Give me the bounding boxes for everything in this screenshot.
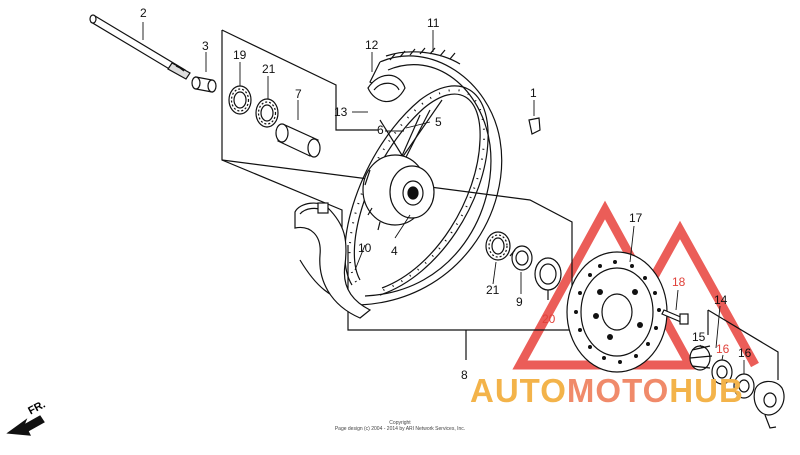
axle-icon [89,14,191,80]
copyright-notice: Copyright Page design (c) 2004 - 2014 by… [300,420,500,432]
callout-8: 8 [461,368,468,382]
callout-21-lower: 21 [486,283,500,297]
oil-seal-icon [711,359,755,399]
callout-3: 3 [202,39,209,53]
gearbox-icon [753,380,785,429]
callout-12: 12 [365,38,379,52]
callout-21-top: 21 [262,62,276,76]
valve-cap-icon [528,117,541,135]
tire-section-icon [294,202,372,319]
watermark-text-auto: AUTO [470,372,567,409]
callout-19: 19 [233,48,247,62]
callout-13: 13 [334,105,348,119]
copyright-line-1: Copyright [389,420,411,426]
leader-lines [142,22,745,374]
callout-7: 7 [295,87,302,101]
callout-11: 11 [427,16,440,30]
tube-icon [367,74,406,103]
gearbox-frame-lines [707,309,779,380]
hub-icon [362,154,435,231]
watermark-text: AUTOMOTOHUB [470,372,744,410]
callout-20: 20 [542,312,556,326]
brake-disc-icon [566,251,668,373]
assembly-frame-lines [221,29,573,360]
callout-15: 15 [692,330,706,344]
bearing-icon [228,85,252,115]
dust-seal-icon [255,98,279,128]
callout-6: 6 [377,123,384,137]
watermark-text-moto: MOTO [566,372,670,409]
distance-collar-icon [275,123,321,158]
callout-9: 9 [516,295,523,309]
callout-16-a: 16 [716,342,730,356]
copyright-line-2: Page design (c) 2004 - 2014 by ARI Netwo… [334,426,466,432]
callout-4: 4 [391,244,398,258]
callout-17: 17 [629,211,643,225]
speedometer-gear-icon [689,345,713,371]
watermark-text-hub: HUB [669,372,744,409]
callout-16-b: 16 [738,346,752,360]
rim-icon [344,85,489,296]
callout-10: 10 [358,241,372,255]
retainer-icon [509,245,533,271]
callout-14: 14 [714,293,728,307]
collar-icon [191,76,217,93]
callout-5: 5 [435,115,442,129]
callout-1: 1 [530,86,537,100]
dust-seal-lower-icon [534,257,562,291]
callout-18: 18 [672,275,686,289]
callout-2: 2 [140,6,147,20]
bearing-lower-icon [485,231,511,261]
front-direction-arrow-icon [6,415,45,436]
disc-bolt-icon [661,309,689,325]
